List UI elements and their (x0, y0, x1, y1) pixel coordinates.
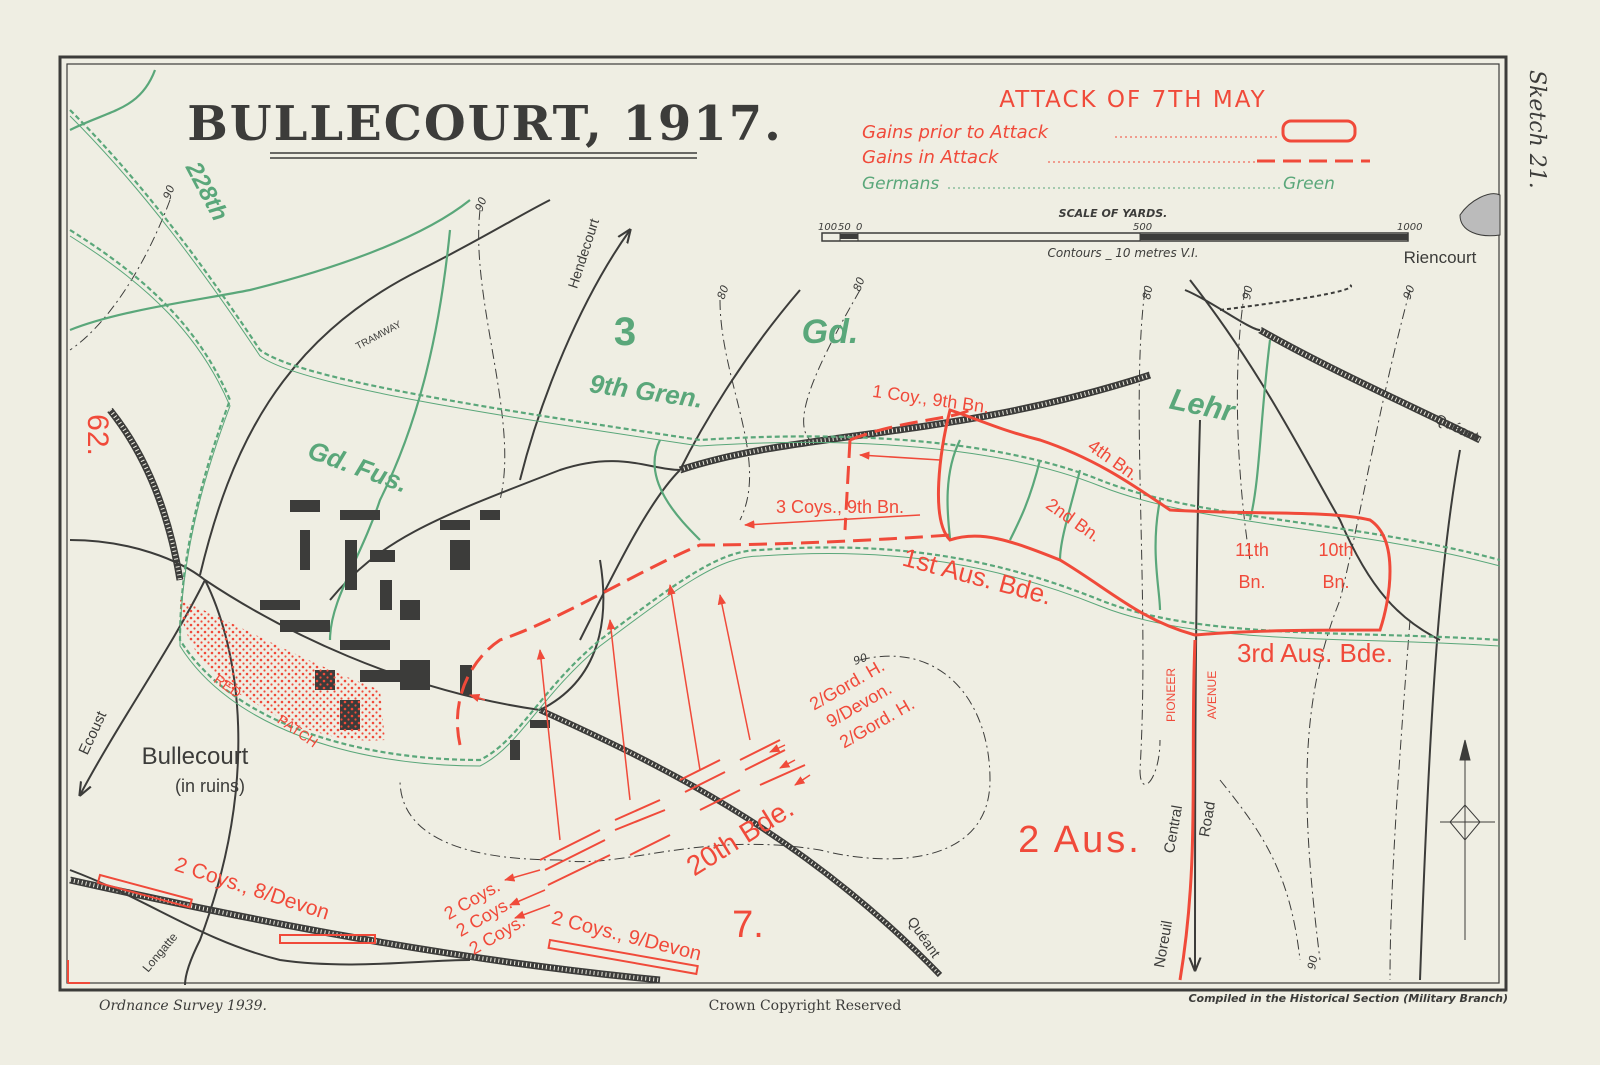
british-2-aus-div: 2 Aus. (1018, 819, 1142, 861)
british-11-bn-suffix: Bn. (1238, 572, 1265, 592)
bullecourt-village-blocks (260, 500, 550, 760)
map-title: BULLECOURT, 1917. (187, 96, 783, 152)
footer-ordnance-survey: Ordnance Survey 1939. (99, 998, 267, 1014)
sketch-label: Sketch 21. (1524, 70, 1549, 189)
german-unit-228: 228th (180, 157, 234, 226)
british-10-bn: 10th (1318, 540, 1353, 560)
contour-label: 80 (851, 275, 868, 293)
contour-labels: 90 90 80 80 80 90 90 90 90 (161, 183, 1418, 970)
british-1-aus-bde: 1st Aus. Bde. (899, 542, 1055, 611)
riencourt-village-icon (1459, 193, 1501, 237)
gains-prior-outline (936, 408, 1392, 637)
british-3-aus-bde: 3rd Aus. Bde. (1237, 638, 1393, 668)
scale-tick: 0 (856, 222, 862, 233)
contour-label: 90 (161, 183, 178, 201)
british-11-bn: 11th (1235, 540, 1269, 560)
place-bullecourt: Bullecourt (142, 743, 249, 770)
scale-tick: 100 (818, 222, 837, 233)
scale-tick: 500 (1133, 222, 1152, 233)
british-2-bn: 2nd Bn. (1042, 494, 1104, 546)
contour-label: 90 (1240, 284, 1255, 300)
german-unit-gd-fus: Gd. Fus. (304, 435, 412, 499)
german-trench-lines (69, 69, 1501, 767)
legend-gains-prior-swatch (1281, 119, 1357, 143)
legend: ATTACK OF 7TH MAY Gains prior to Attack … (818, 87, 1422, 260)
legend-gains-in: Gains in Attack (862, 147, 1000, 168)
british-3-coys-9-bn: 3 Coys., 9th Bn. (776, 497, 904, 517)
place-hendecourt: Hendecourt (564, 216, 602, 290)
british-2-coys-9-devon: 2 Coys., 9/Devon (549, 907, 703, 965)
label-avenue: AVENUE (1205, 671, 1219, 719)
german-unit-gd: Gd. (802, 313, 859, 351)
place-longatte: Longatte (140, 930, 181, 975)
footer-copyright: Crown Copyright Reserved (709, 998, 902, 1014)
legend-gains-prior: Gains prior to Attack (862, 122, 1050, 143)
attack-arrows (469, 451, 941, 919)
compass-icon (1440, 739, 1495, 940)
scale-bar: 100 50 0 500 1000 (818, 222, 1422, 242)
footer-compiled: Compiled in the Historical Section (Mili… (1188, 992, 1508, 1005)
contour-label: 80 (1140, 284, 1155, 300)
german-unit-9-gren: 9th Gren. (588, 368, 705, 414)
german-unit-lehr: Lehr (1167, 383, 1240, 429)
contour-label: 90 (1401, 283, 1418, 301)
contour-label: 90 (473, 195, 490, 213)
red-patch-area (180, 600, 385, 741)
contour-label: 90 (852, 651, 870, 668)
label-tramway: TRAMWAY (354, 319, 404, 352)
legend-heading: ATTACK OF 7TH MAY (999, 87, 1266, 113)
gains-in-attack-line (455, 408, 971, 746)
contour-lines (69, 199, 1411, 981)
road-road: Road (1196, 800, 1219, 838)
map-frame-outer (58, 55, 1508, 992)
british-2-coys-8-devon: 2 Coys., 8/Devon (172, 853, 332, 925)
roads (69, 199, 1461, 986)
contours-note: Contours _ 10 metres V.I. (1047, 246, 1198, 260)
place-queant-south: Quéant (904, 914, 944, 961)
british-20-bde: 20th Bde. (681, 792, 799, 882)
british-unit-positions (67, 639, 1197, 984)
road-noreuil: Noreuil (1151, 919, 1176, 969)
british-div-7: 7. (732, 904, 764, 946)
german-unit-3: 3 (614, 310, 636, 354)
legend-germans: Germans (862, 174, 939, 194)
scale-tick: 50 (838, 222, 851, 233)
contour-label: 90 (1305, 954, 1320, 970)
map-frame-inner (66, 63, 1500, 984)
british-1-coy-9-bn: 1 Coy., 9th Bn. (871, 381, 990, 417)
british-10-bn-suffix: Bn. (1322, 572, 1349, 592)
place-queant-east: Quéant (1433, 411, 1481, 445)
contour-label: 80 (715, 283, 732, 301)
label-pioneer: PIONEER (1164, 668, 1178, 722)
place-in-ruins: (in ruins) (175, 776, 245, 796)
scale-title: SCALE OF YARDS. (1059, 207, 1168, 220)
title-underline (270, 152, 697, 159)
place-riencourt: Riencourt (1404, 248, 1477, 267)
british-div-62: 62. (81, 414, 114, 456)
road-central: Central (1161, 804, 1186, 855)
legend-germans-color: Green (1283, 174, 1335, 194)
scale-tick: 1000 (1397, 222, 1422, 233)
